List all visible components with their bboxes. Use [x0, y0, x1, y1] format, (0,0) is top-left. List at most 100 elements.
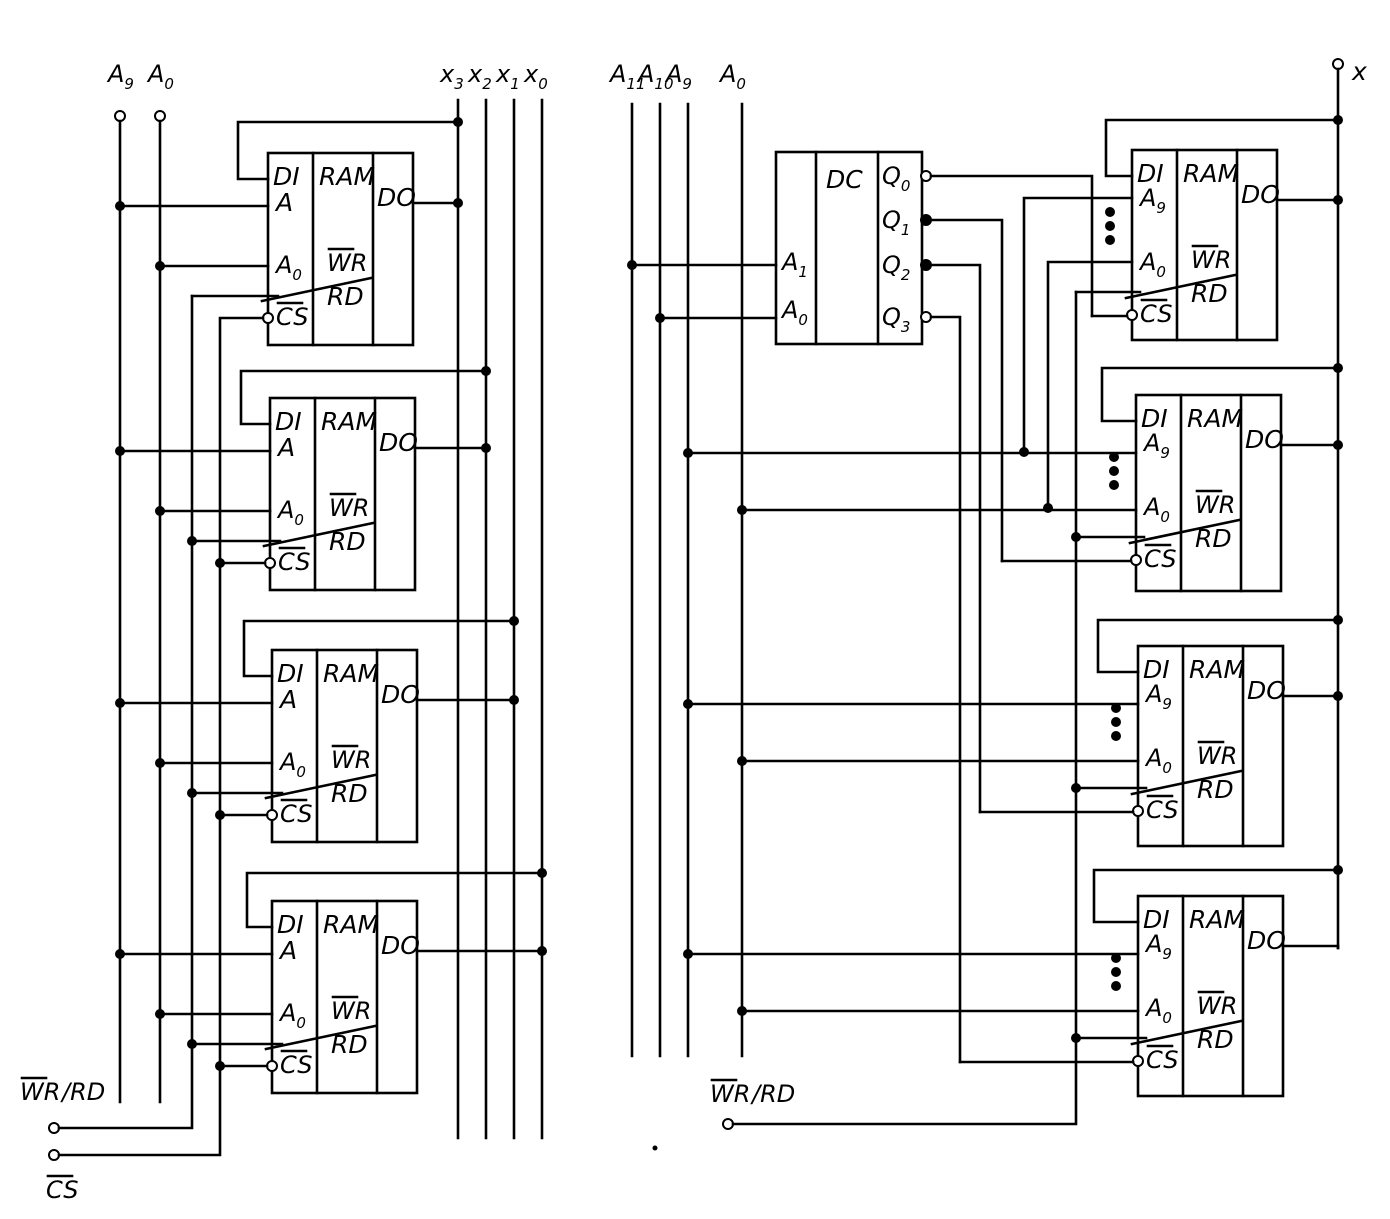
junction-dot — [215, 810, 225, 820]
chip-a0-label: A0 — [1142, 493, 1170, 526]
chip-cs-bubble — [1130, 554, 1142, 566]
chip-a9-label: A9 — [1142, 429, 1170, 462]
wr-bus — [57, 294, 194, 1130]
junction-dot — [737, 505, 747, 515]
junction-dot — [155, 261, 165, 271]
terminal-wr — [48, 1122, 60, 1134]
ram-chip — [1134, 393, 1283, 593]
junction-dot — [1043, 503, 1053, 513]
chip-diag — [1124, 273, 1237, 300]
junction-dot — [1109, 466, 1119, 476]
terminal-cs — [48, 1149, 60, 1161]
cs-bus — [57, 318, 222, 1157]
chip-diag — [1130, 1019, 1243, 1046]
chip-do-label: DO — [381, 931, 420, 960]
chip-a-label: A — [278, 685, 297, 714]
decoder-out-q2: Q2 — [882, 251, 910, 284]
chip-cs-label: CS — [276, 303, 308, 331]
chip-wr-label: WR — [331, 997, 371, 1025]
right-do-wire — [1281, 944, 1340, 950]
q1-route — [929, 218, 1004, 563]
ram-chip — [1136, 894, 1285, 1098]
chip-a9-label: A9 — [1138, 184, 1166, 217]
junction-dot — [1105, 221, 1115, 231]
junction-dot — [187, 788, 197, 798]
chip-a0-label: A0 — [274, 251, 302, 284]
ram-chip — [1136, 644, 1285, 848]
junction-dot — [187, 536, 197, 546]
junction-dot — [1333, 195, 1343, 205]
di-wire — [245, 871, 544, 929]
chip-di-label: DI — [277, 910, 304, 939]
label-x0: x0 — [523, 60, 548, 93]
junction-dot — [509, 695, 519, 705]
label-right-x: x — [1351, 57, 1367, 86]
label-right-wr: WR — [710, 1080, 750, 1108]
junction-dot — [683, 699, 693, 709]
label-cs: CS — [46, 1176, 78, 1204]
junction-dot — [155, 758, 165, 768]
junction-dot — [115, 949, 125, 959]
junction-dot — [115, 446, 125, 456]
junction-dot — [155, 506, 165, 516]
left-bus-lines — [57, 98, 544, 1157]
chip-do-label: DO — [1247, 926, 1286, 955]
chip-di-label: DI — [1143, 905, 1170, 934]
junction-dot — [1105, 235, 1115, 245]
chip-wr-label: WR — [1191, 246, 1231, 274]
label-right-a0: A0 — [718, 60, 746, 93]
di-wire — [239, 369, 488, 426]
chip-di-label: DI — [1143, 655, 1170, 684]
chip-do-label: DO — [381, 680, 420, 709]
label-right-rd: /RD — [750, 1080, 795, 1108]
chip-cs-label: CS — [1140, 300, 1172, 328]
chip-ram-label: RAM — [323, 659, 379, 688]
chip-cs-bubble — [1132, 1055, 1144, 1067]
chip-a0-label: A0 — [1138, 248, 1166, 281]
decoder-out-q0: Q0 — [882, 162, 910, 195]
q0-route — [929, 174, 1094, 318]
junction-dot — [481, 366, 491, 376]
terminal-right-wr — [722, 1118, 734, 1130]
chip-diag — [264, 773, 377, 800]
junction-dot — [1333, 440, 1343, 450]
chip-do-label: DO — [1245, 425, 1284, 454]
junction-dot — [1111, 967, 1121, 977]
right-di-wire — [1104, 118, 1340, 178]
decoder-out-bubble — [920, 311, 932, 323]
label-x2: x2 — [467, 60, 492, 93]
junction-dot — [1333, 615, 1343, 625]
right-di-wire — [1100, 366, 1340, 423]
junction-dot — [1019, 447, 1029, 457]
chip-cs-bubble — [266, 809, 278, 821]
decoder-out-q3: Q3 — [882, 303, 910, 336]
chip-cs-bubble — [1126, 309, 1138, 321]
junction-dot — [737, 1006, 747, 1016]
q2-route — [929, 263, 982, 814]
junction-dot — [683, 949, 693, 959]
junction-dot — [155, 1009, 165, 1019]
chip-ram-label: RAM — [323, 910, 379, 939]
a0-route-top — [1046, 260, 1134, 510]
di-wire — [236, 120, 460, 181]
chip-cs-label: CS — [278, 548, 310, 576]
chip-a0-label: A0 — [1144, 744, 1172, 777]
decoder-title: DC — [826, 165, 863, 194]
junction-dot — [1111, 703, 1121, 713]
chip-di-label: DI — [275, 407, 302, 436]
junction-dot — [509, 616, 519, 626]
chip-ram-label: RAM — [1183, 159, 1239, 188]
chip-diag — [1128, 518, 1241, 545]
chip-cs-label: CS — [280, 800, 312, 828]
right-di-wire — [1096, 618, 1340, 674]
label-a0: A0 — [146, 60, 174, 93]
junction-dot — [537, 868, 547, 878]
